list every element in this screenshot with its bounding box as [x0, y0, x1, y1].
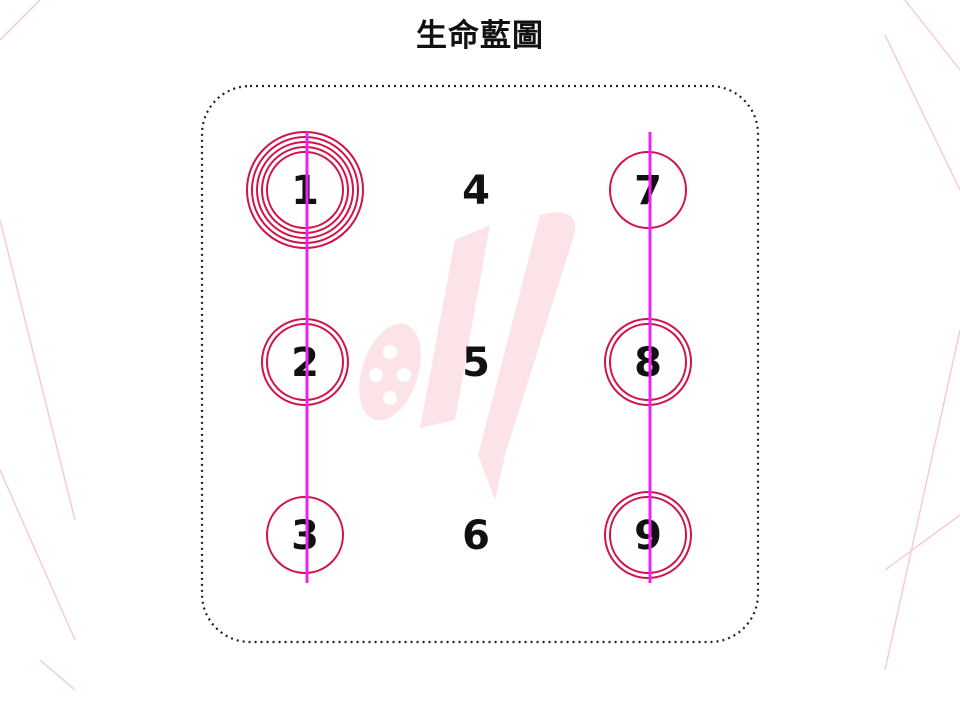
decor-line: [39, 659, 76, 691]
number-1: 1: [291, 168, 319, 214]
decor-line: [884, 329, 960, 671]
ring-2: [266, 323, 344, 401]
ring-1: [266, 151, 344, 229]
decor-line: [0, 469, 76, 641]
dotted-frame: [200, 84, 760, 644]
ring-1: [261, 146, 349, 234]
decor-line: [0, 219, 76, 521]
ring-2: [261, 318, 349, 406]
decorative-lines: [0, 0, 960, 691]
watermark-reel-hole: [383, 345, 397, 359]
watermark-reel-hole: [383, 391, 397, 405]
ring-1: [256, 141, 354, 239]
ring-9: [609, 496, 687, 574]
number-6: 6: [462, 513, 490, 559]
ring-1: [251, 136, 359, 244]
decor-line: [884, 514, 960, 571]
numbers-layer: 1 4 7 2 5 8 3 6 9: [291, 168, 662, 559]
decor-line: [0, 0, 41, 41]
number-4: 4: [462, 168, 490, 214]
number-5: 5: [462, 340, 490, 386]
number-3: 3: [291, 513, 319, 559]
decor-line: [884, 34, 960, 191]
ring-8: [609, 323, 687, 401]
ring-8: [604, 318, 692, 406]
number-2: 2: [291, 340, 319, 386]
number-8: 8: [634, 340, 662, 386]
number-7: 7: [634, 168, 662, 214]
watermark-reel: [359, 323, 421, 421]
watermark-stroke: [420, 225, 490, 428]
ring-7: [609, 151, 687, 229]
watermark-reel-hole: [369, 368, 383, 382]
ring-1: [246, 131, 364, 249]
ring-3: [266, 496, 344, 574]
watermark-stroke: [478, 212, 576, 455]
decor-line: [904, 0, 960, 71]
connection-lines: [305, 132, 652, 583]
page-title: 生命藍圖: [416, 18, 544, 54]
number-9: 9: [634, 513, 662, 559]
watermark-logo: [359, 212, 576, 500]
watermark-reel-hole: [397, 368, 411, 382]
watermark-nib: [478, 455, 505, 500]
rings-layer: [246, 131, 692, 579]
ring-9: [604, 491, 692, 579]
